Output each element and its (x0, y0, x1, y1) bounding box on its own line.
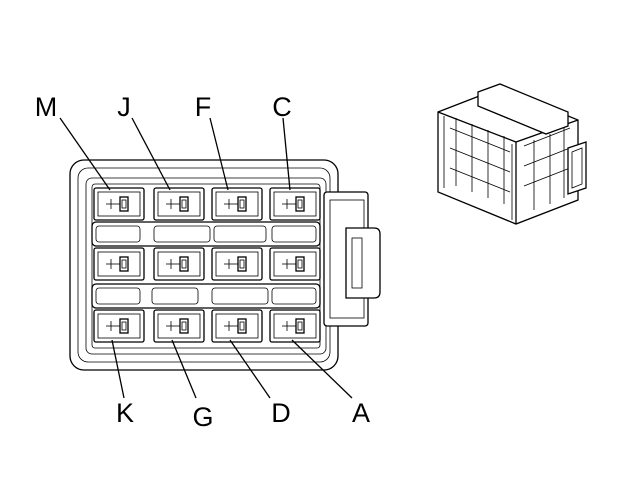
terminal-cavity (93, 309, 145, 343)
row-separator-1 (91, 221, 321, 247)
terminal-cavity (269, 247, 321, 281)
terminal-cavity (269, 309, 321, 343)
terminal-cavity (211, 309, 263, 343)
terminal-cavity (211, 187, 263, 221)
connector-latch (323, 191, 381, 327)
pin-label-m: M (35, 92, 58, 122)
pin-label-c: C (272, 92, 292, 122)
pin-label-d: D (271, 398, 291, 428)
terminal-cavity (153, 247, 205, 281)
terminal-cavity (153, 309, 205, 343)
pin-label-j: J (117, 92, 131, 122)
terminal-cavities (93, 187, 321, 343)
pin-label-a: A (352, 398, 370, 428)
leader-lines (59, 117, 353, 399)
terminal-cavity (93, 247, 145, 281)
terminal-cavity (153, 187, 205, 221)
connector-face-view: M J F C K G D A (35, 92, 381, 432)
pin-label-f: F (195, 92, 212, 122)
terminal-cavity (93, 187, 145, 221)
terminal-cavity (211, 247, 263, 281)
pin-label-k: K (116, 398, 134, 428)
pin-label-g: G (192, 402, 213, 432)
row-separator-2 (91, 283, 321, 309)
connector-isometric-view (437, 83, 587, 225)
terminal-cavity (269, 187, 321, 221)
